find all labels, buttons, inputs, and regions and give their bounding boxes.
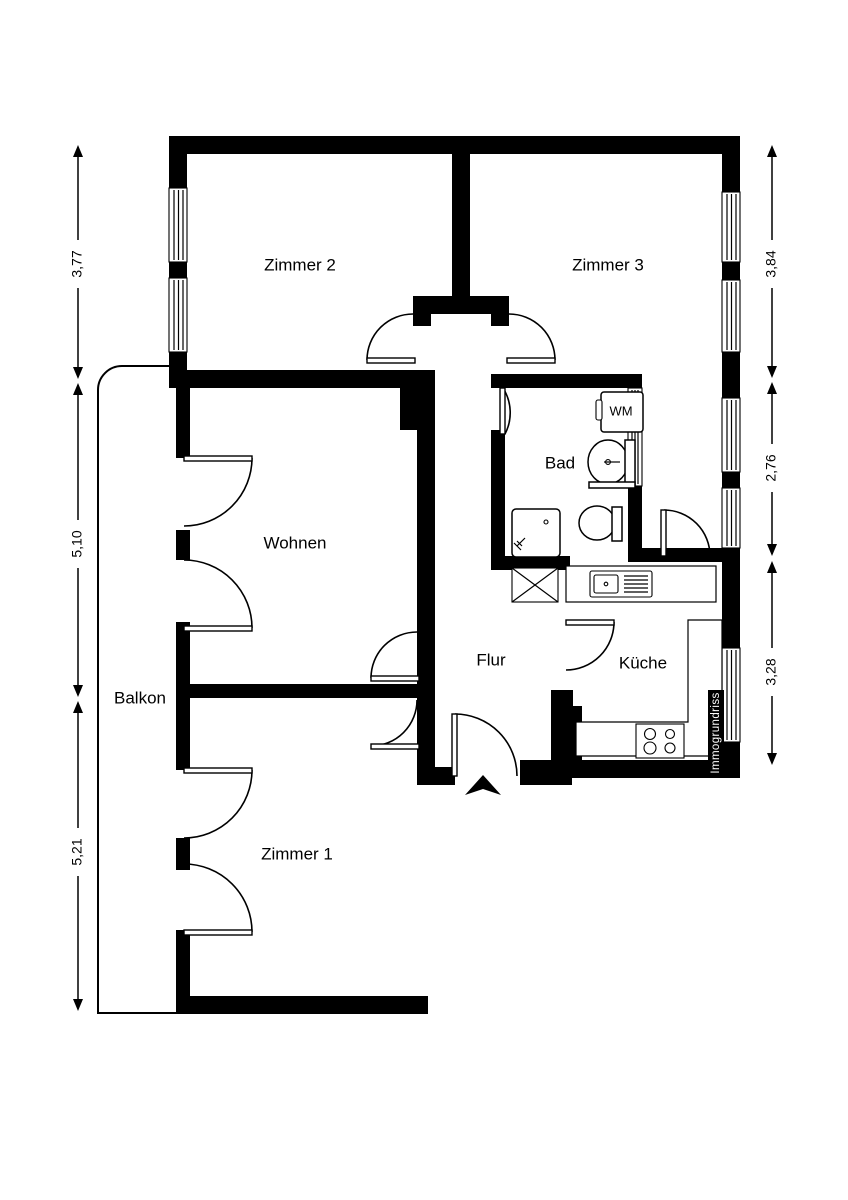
door-zimmer1-flur xyxy=(370,699,420,750)
room-label-wohnen: Wohnen xyxy=(263,533,326,552)
room-label-flur: Flur xyxy=(476,650,506,669)
window-right-mid-upper xyxy=(721,397,741,473)
door-wohnen-flur xyxy=(370,631,420,682)
kitchen-fixtures xyxy=(565,565,723,759)
room-label-bad: Bad xyxy=(545,453,575,472)
watermark-text: Immogrundriss xyxy=(710,692,722,773)
door-balcony-wohnen-lower xyxy=(183,559,253,632)
appliance-label-wm: WM xyxy=(609,403,632,418)
door-balcony-wohnen-upper xyxy=(183,455,253,527)
window-zimmer2-lower xyxy=(168,277,188,353)
shower-icon xyxy=(511,508,561,558)
dimension-left-bottom: 5,21 xyxy=(64,701,92,1011)
washing-machine-icon xyxy=(595,391,644,433)
door-zimmer2 xyxy=(366,313,416,364)
room-label-zimmer3: Zimmer 3 xyxy=(572,255,644,274)
balcony-outline xyxy=(97,365,176,1014)
dimension-value-left-bottom: 5,21 xyxy=(69,838,85,865)
sink-icon xyxy=(587,439,636,487)
door-hall-right xyxy=(660,509,711,557)
door-balcony-zimmer1-lower xyxy=(183,863,253,936)
toilet-icon xyxy=(578,505,623,542)
door-balcony-zimmer1-upper xyxy=(183,767,253,839)
bath-shelf-icon xyxy=(588,481,636,489)
dimension-left-top: 3,77 xyxy=(64,145,92,379)
window-right-mid-lower xyxy=(721,487,741,549)
door-bad xyxy=(499,387,512,435)
room-label-kueche: Küche xyxy=(619,653,667,672)
dimension-right-bottom: 3,28 xyxy=(758,561,786,765)
kitchen-sink-icon xyxy=(589,570,653,598)
dimension-value-right-top: 3,84 xyxy=(763,250,779,277)
bathroom-fixtures xyxy=(511,391,644,603)
entrance-arrow xyxy=(465,775,501,795)
kitchen-counter-l xyxy=(575,619,723,757)
dimension-right-middle: 2,76 xyxy=(758,382,786,556)
dimension-left-middle: 5,10 xyxy=(64,383,92,697)
window-zimmer3-upper xyxy=(721,191,741,263)
dimension-value-left-top: 3,77 xyxy=(69,250,85,277)
door-kueche xyxy=(565,619,615,671)
window-kueche xyxy=(721,647,741,743)
stove-icon xyxy=(635,723,685,759)
dimension-value-right-bottom: 3,28 xyxy=(763,658,779,685)
room-label-balkon: Balkon xyxy=(114,688,166,707)
watermark-immogrundriss: Immogrundriss xyxy=(708,690,724,776)
dimension-value-left-middle: 5,10 xyxy=(69,530,85,557)
dimension-value-right-middle: 2,76 xyxy=(763,454,779,481)
utility-box-icon xyxy=(511,567,559,603)
doors xyxy=(183,313,711,936)
window-zimmer3-lower xyxy=(721,279,741,353)
room-label-zimmer1: Zimmer 1 xyxy=(261,844,333,863)
door-zimmer3 xyxy=(506,313,556,364)
door-entrance xyxy=(451,713,518,777)
windows xyxy=(168,187,741,743)
window-zimmer2-upper xyxy=(168,187,188,263)
dimension-right-top: 3,84 xyxy=(758,145,786,378)
room-label-zimmer2: Zimmer 2 xyxy=(264,255,336,274)
